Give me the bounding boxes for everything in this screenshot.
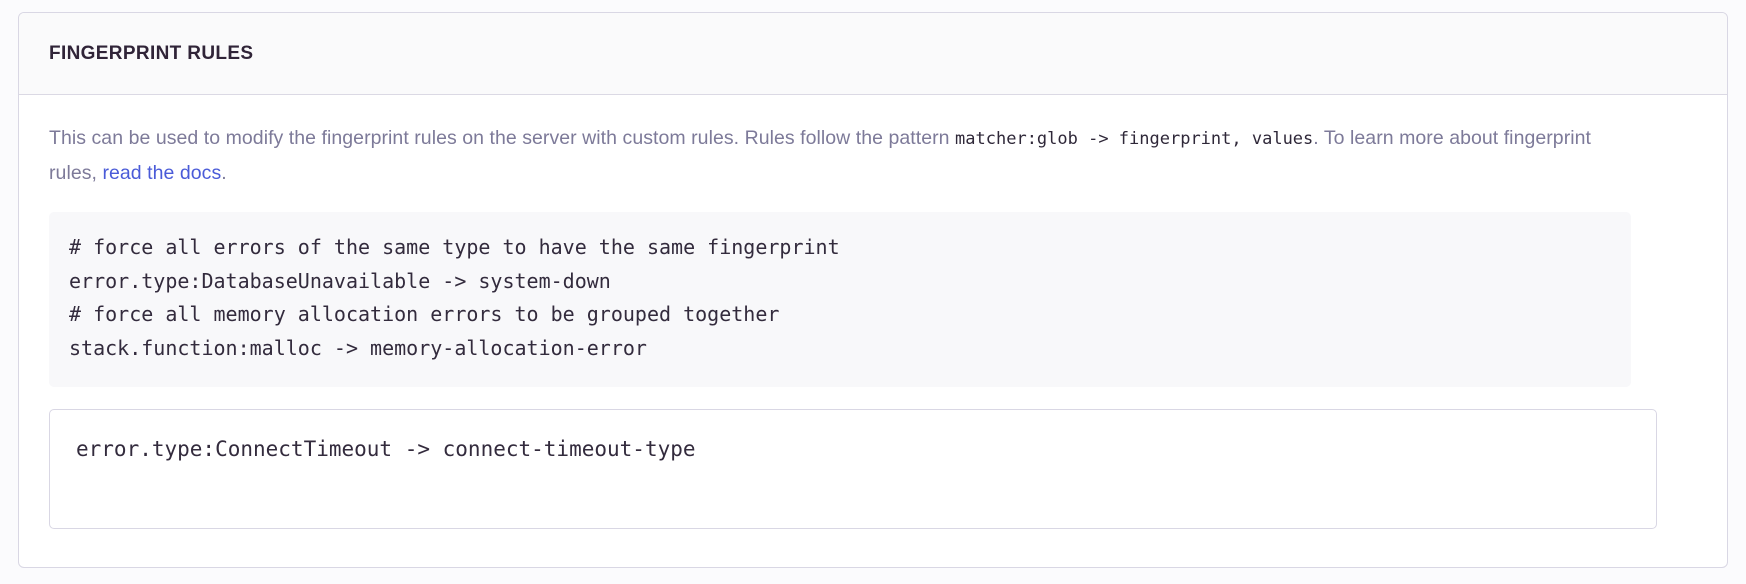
code-line: # force all errors of the same type to h… [69,235,840,259]
code-line: error.type:DatabaseUnavailable -> system… [69,268,611,293]
panel-body: This can be used to modify the fingerpri… [19,95,1727,529]
fingerprint-rules-textarea[interactable] [49,409,1657,529]
inline-code-pattern: matcher:glob -> fingerprint, values [955,129,1314,149]
description-text-part-2: . To learn more about fingerprint rules, [49,127,1591,184]
page-title: FINGERPRINT RULES [49,43,254,64]
read-the-docs-link[interactable]: read the docs [102,162,222,184]
fingerprint-rules-panel: FINGERPRINT RULES This can be used to mo… [18,12,1728,568]
panel-description: This can be used to modify the fingerpri… [49,121,1637,190]
code-line: # force all memory allocation errors to … [69,302,780,326]
example-rules-code-block: # force all errors of the same type to h… [49,212,1631,387]
description-text-part-3: . [221,162,227,184]
rules-input-container [49,409,1657,529]
description-text-part-1: This can be used to modify the fingerpri… [49,127,956,149]
code-line: stack.function:malloc -> memory-allocati… [69,335,647,360]
panel-header: FINGERPRINT RULES [19,13,1727,95]
